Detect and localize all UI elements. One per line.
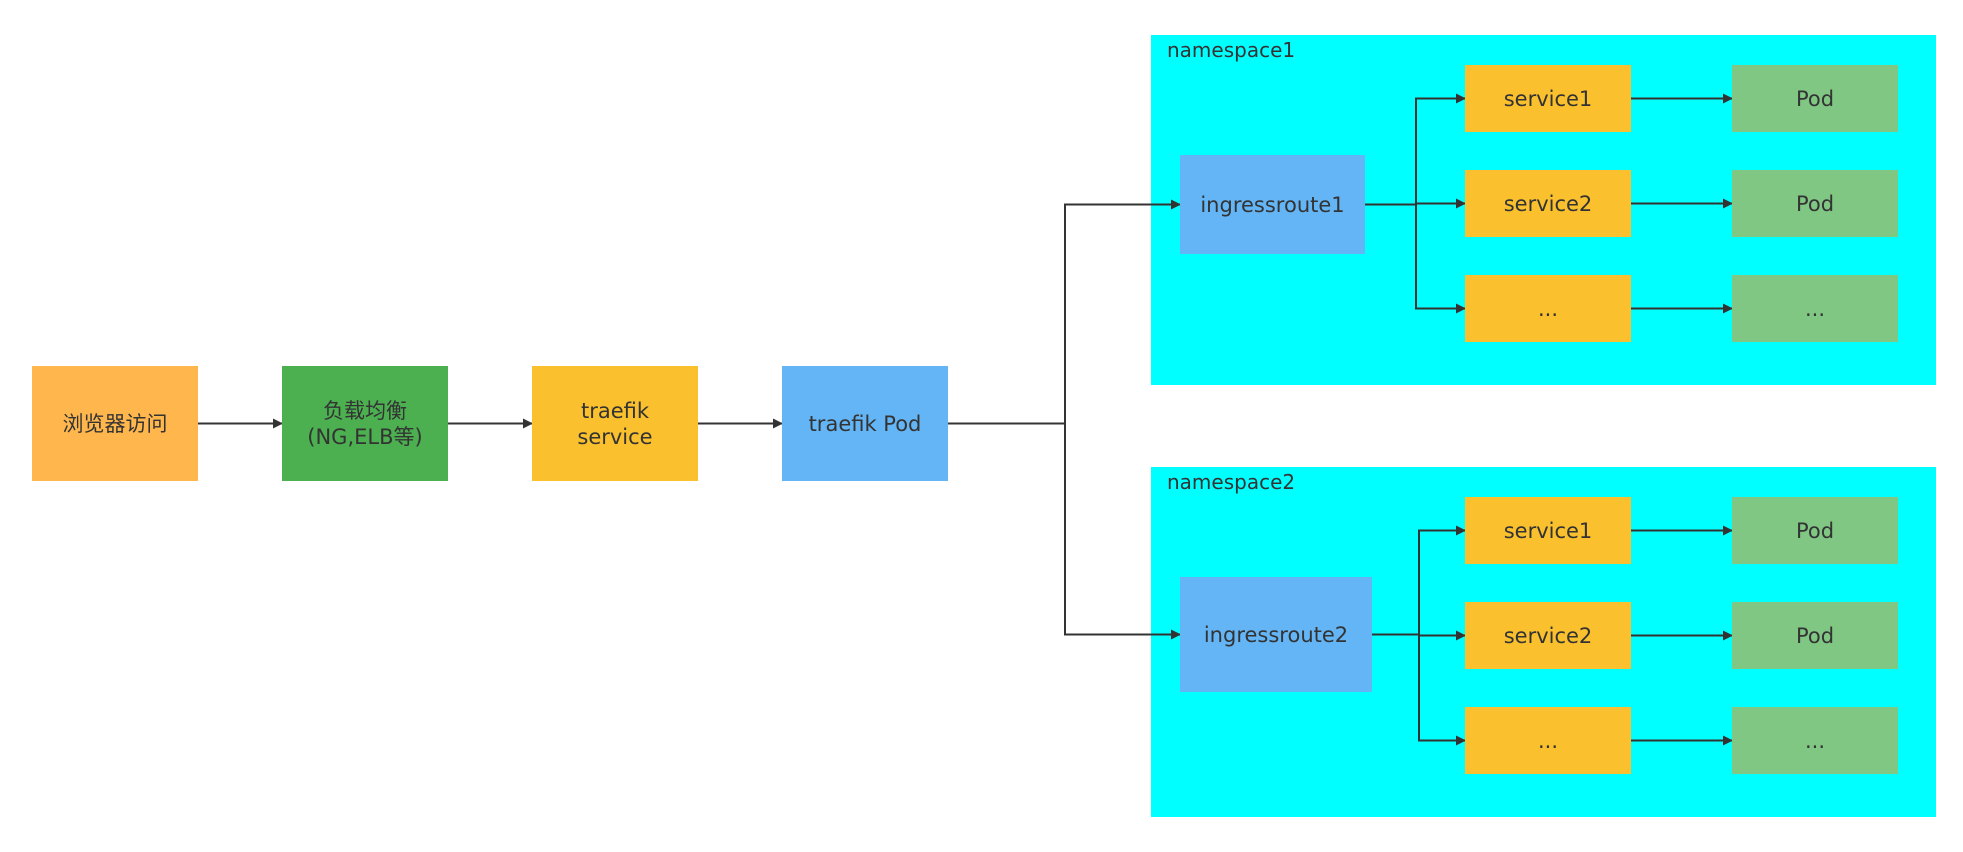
edge-ir2-to-ns2-svc1 — [1372, 525, 1466, 636]
ns1-service-more-node: ... — [1465, 275, 1631, 342]
ns2-pod2-node: Pod — [1732, 602, 1898, 669]
load-balancer-node: 负载均衡 (NG,ELB等) — [282, 366, 448, 481]
ns2-pod-more-node: ... — [1732, 707, 1898, 774]
traefik-pod-node: traefik Pod — [782, 366, 948, 481]
ns2-service2-node: service2 — [1465, 602, 1631, 669]
edge-traefik-pod-to-ir2 — [948, 422, 1181, 640]
edge-traefik-pod-to-ir1 — [948, 199, 1181, 425]
traefik-service-node: traefik service — [532, 366, 698, 481]
ns1-pod2-node: Pod — [1732, 170, 1898, 237]
namespace-2-label: namespace2 — [1167, 470, 1296, 494]
edge-ir1-to-ns1-svc3 — [1365, 203, 1466, 314]
ingressroute-1-node: ingressroute1 — [1180, 155, 1365, 254]
ns2-service1-node: service1 — [1465, 497, 1631, 564]
ns1-service1-node: service1 — [1465, 65, 1631, 132]
edge-ir1-to-ns1-svc1 — [1365, 93, 1466, 206]
ns1-pod1-node: Pod — [1732, 65, 1898, 132]
ingressroute-2-node: ingressroute2 — [1180, 577, 1372, 692]
ns2-pod1-node: Pod — [1732, 497, 1898, 564]
ns1-pod-more-node: ... — [1732, 275, 1898, 342]
ns1-service2-node: service2 — [1465, 170, 1631, 237]
edge-ir2-to-ns2-svc3 — [1372, 633, 1466, 746]
browser-access-node: 浏览器访问 — [32, 366, 198, 481]
ns2-service-more-node: ... — [1465, 707, 1631, 774]
namespace-1-label: namespace1 — [1167, 38, 1296, 62]
